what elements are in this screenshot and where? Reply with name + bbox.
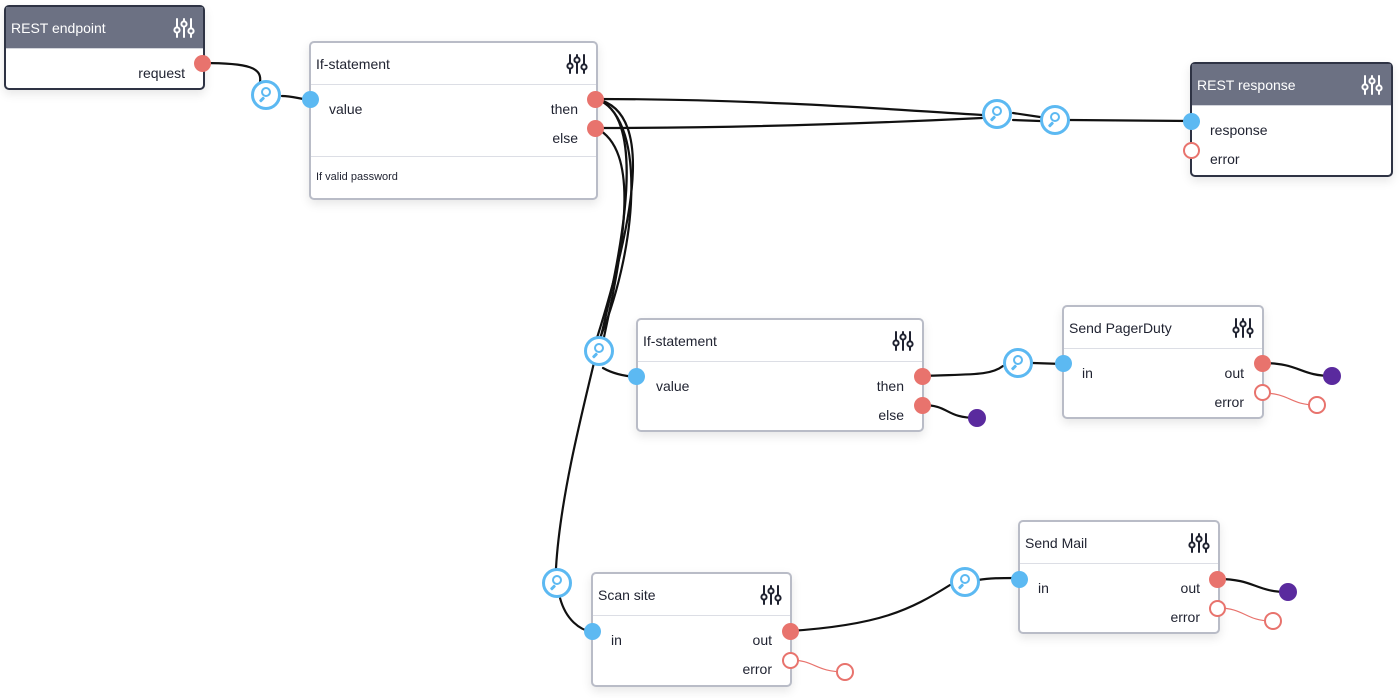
port-response-in[interactable] — [1183, 113, 1200, 130]
magnifier-icon[interactable] — [542, 568, 572, 598]
magnifier-icon[interactable] — [584, 336, 614, 366]
node-title: Send Mail — [1025, 534, 1088, 551]
wire-probe-to-response-in — [1068, 118, 1194, 123]
node-title: REST response — [1197, 76, 1296, 93]
magnifier-icon[interactable] — [1040, 105, 1070, 135]
port-label-error: error — [1214, 394, 1244, 410]
node-scan-site[interactable]: Scan site in out error — [591, 572, 792, 687]
wire-probe-link-1 — [1011, 111, 1042, 119]
port-if1-then-out[interactable] — [587, 91, 604, 108]
sliders-icon[interactable] — [173, 17, 195, 39]
sliders-icon[interactable] — [892, 330, 914, 352]
wire-probe-link-2 — [1011, 118, 1042, 123]
port-label-then: then — [876, 378, 904, 394]
terminal-dot-mail-out[interactable] — [1279, 583, 1297, 601]
node-header: Send PagerDuty — [1064, 307, 1262, 349]
port-if2-then-out[interactable] — [914, 368, 931, 385]
port-label-error: error — [1210, 151, 1240, 167]
port-if2-else-out[interactable] — [914, 397, 931, 414]
port-pagerduty-out[interactable] — [1254, 355, 1271, 372]
wire-else-down — [594, 126, 626, 339]
sliders-icon[interactable] — [1188, 532, 1210, 554]
port-label-in: in — [1038, 580, 1049, 596]
node-rest-endpoint[interactable]: REST endpoint request — [4, 5, 205, 90]
port-label-else: else — [552, 130, 578, 146]
port-label-in: in — [1082, 365, 1093, 381]
port-label-out: out — [752, 632, 772, 648]
port-request-out[interactable] — [194, 55, 211, 72]
port-mail-error[interactable] — [1209, 600, 1226, 617]
port-label-response: response — [1210, 122, 1268, 138]
node-title: Scan site — [598, 586, 656, 603]
terminal-dot-pagerduty-out[interactable] — [1323, 367, 1341, 385]
error-dot-scan[interactable] — [836, 663, 854, 681]
wire-scan-out-to-mail — [788, 583, 952, 633]
node-header: Send Mail — [1020, 522, 1218, 564]
node-description: If valid password — [311, 156, 596, 198]
node-send-mail[interactable]: Send Mail in out error — [1018, 520, 1220, 634]
error-dot-mail[interactable] — [1264, 612, 1282, 630]
port-if2-value-in[interactable] — [628, 368, 645, 385]
magnifier-icon[interactable] — [1003, 348, 1033, 378]
sliders-icon[interactable] — [760, 584, 782, 606]
port-label-error: error — [1170, 609, 1200, 625]
port-label-out: out — [1180, 580, 1200, 596]
wire-mail-out-terminal — [1216, 577, 1290, 594]
wire-pagerduty-out-terminal — [1260, 361, 1334, 378]
port-label-request: request — [138, 65, 185, 81]
wire-then-to-response — [594, 97, 984, 117]
sliders-icon[interactable] — [1232, 317, 1254, 339]
port-if1-value-in[interactable] — [302, 91, 319, 108]
port-label-error: error — [742, 661, 772, 677]
port-mail-out[interactable] — [1209, 571, 1226, 588]
wire-else-to-response — [594, 116, 984, 130]
port-if1-else-out[interactable] — [587, 120, 604, 137]
port-label-in: in — [611, 632, 622, 648]
sliders-icon[interactable] — [566, 53, 588, 75]
port-label-value: value — [656, 378, 690, 394]
node-title: If-statement — [643, 332, 717, 349]
node-rest-response[interactable]: REST response response error — [1190, 62, 1393, 177]
node-title: REST endpoint — [11, 19, 106, 36]
port-label-out: out — [1224, 365, 1244, 381]
port-pagerduty-error[interactable] — [1254, 384, 1271, 401]
port-label-value: value — [329, 101, 363, 117]
node-title: If-statement — [316, 55, 390, 72]
node-if-statement[interactable]: If-statement value then else If valid pa… — [309, 41, 598, 200]
magnifier-icon[interactable] — [982, 99, 1012, 129]
node-header: If-statement — [638, 320, 922, 362]
terminal-dot-if2-else[interactable] — [968, 409, 986, 427]
error-dot-pagerduty[interactable] — [1308, 396, 1326, 414]
port-pagerduty-in[interactable] — [1055, 355, 1072, 372]
port-scan-in[interactable] — [584, 623, 601, 640]
node-header: If-statement — [311, 43, 596, 85]
magnifier-icon[interactable] — [950, 567, 980, 597]
port-label-else: else — [878, 407, 904, 423]
sliders-icon[interactable] — [1361, 74, 1383, 96]
wire-then-down-1 — [594, 97, 634, 340]
node-send-pagerduty[interactable]: Send PagerDuty in out error — [1062, 305, 1264, 419]
port-scan-out[interactable] — [782, 623, 799, 640]
port-response-error[interactable] — [1183, 142, 1200, 159]
wire-if2-then-to-pagerduty — [920, 364, 1005, 378]
node-if-statement-2[interactable]: If-statement value then else — [636, 318, 924, 432]
node-header: Scan site — [593, 574, 790, 616]
node-header: REST response — [1192, 64, 1391, 106]
magnifier-icon[interactable] — [251, 80, 281, 110]
node-header: REST endpoint — [6, 7, 203, 49]
port-mail-in[interactable] — [1011, 571, 1028, 588]
port-label-then: then — [550, 101, 578, 117]
node-title: Send PagerDuty — [1069, 319, 1172, 336]
port-scan-error[interactable] — [782, 652, 799, 669]
wire-request-to-value — [201, 61, 262, 84]
